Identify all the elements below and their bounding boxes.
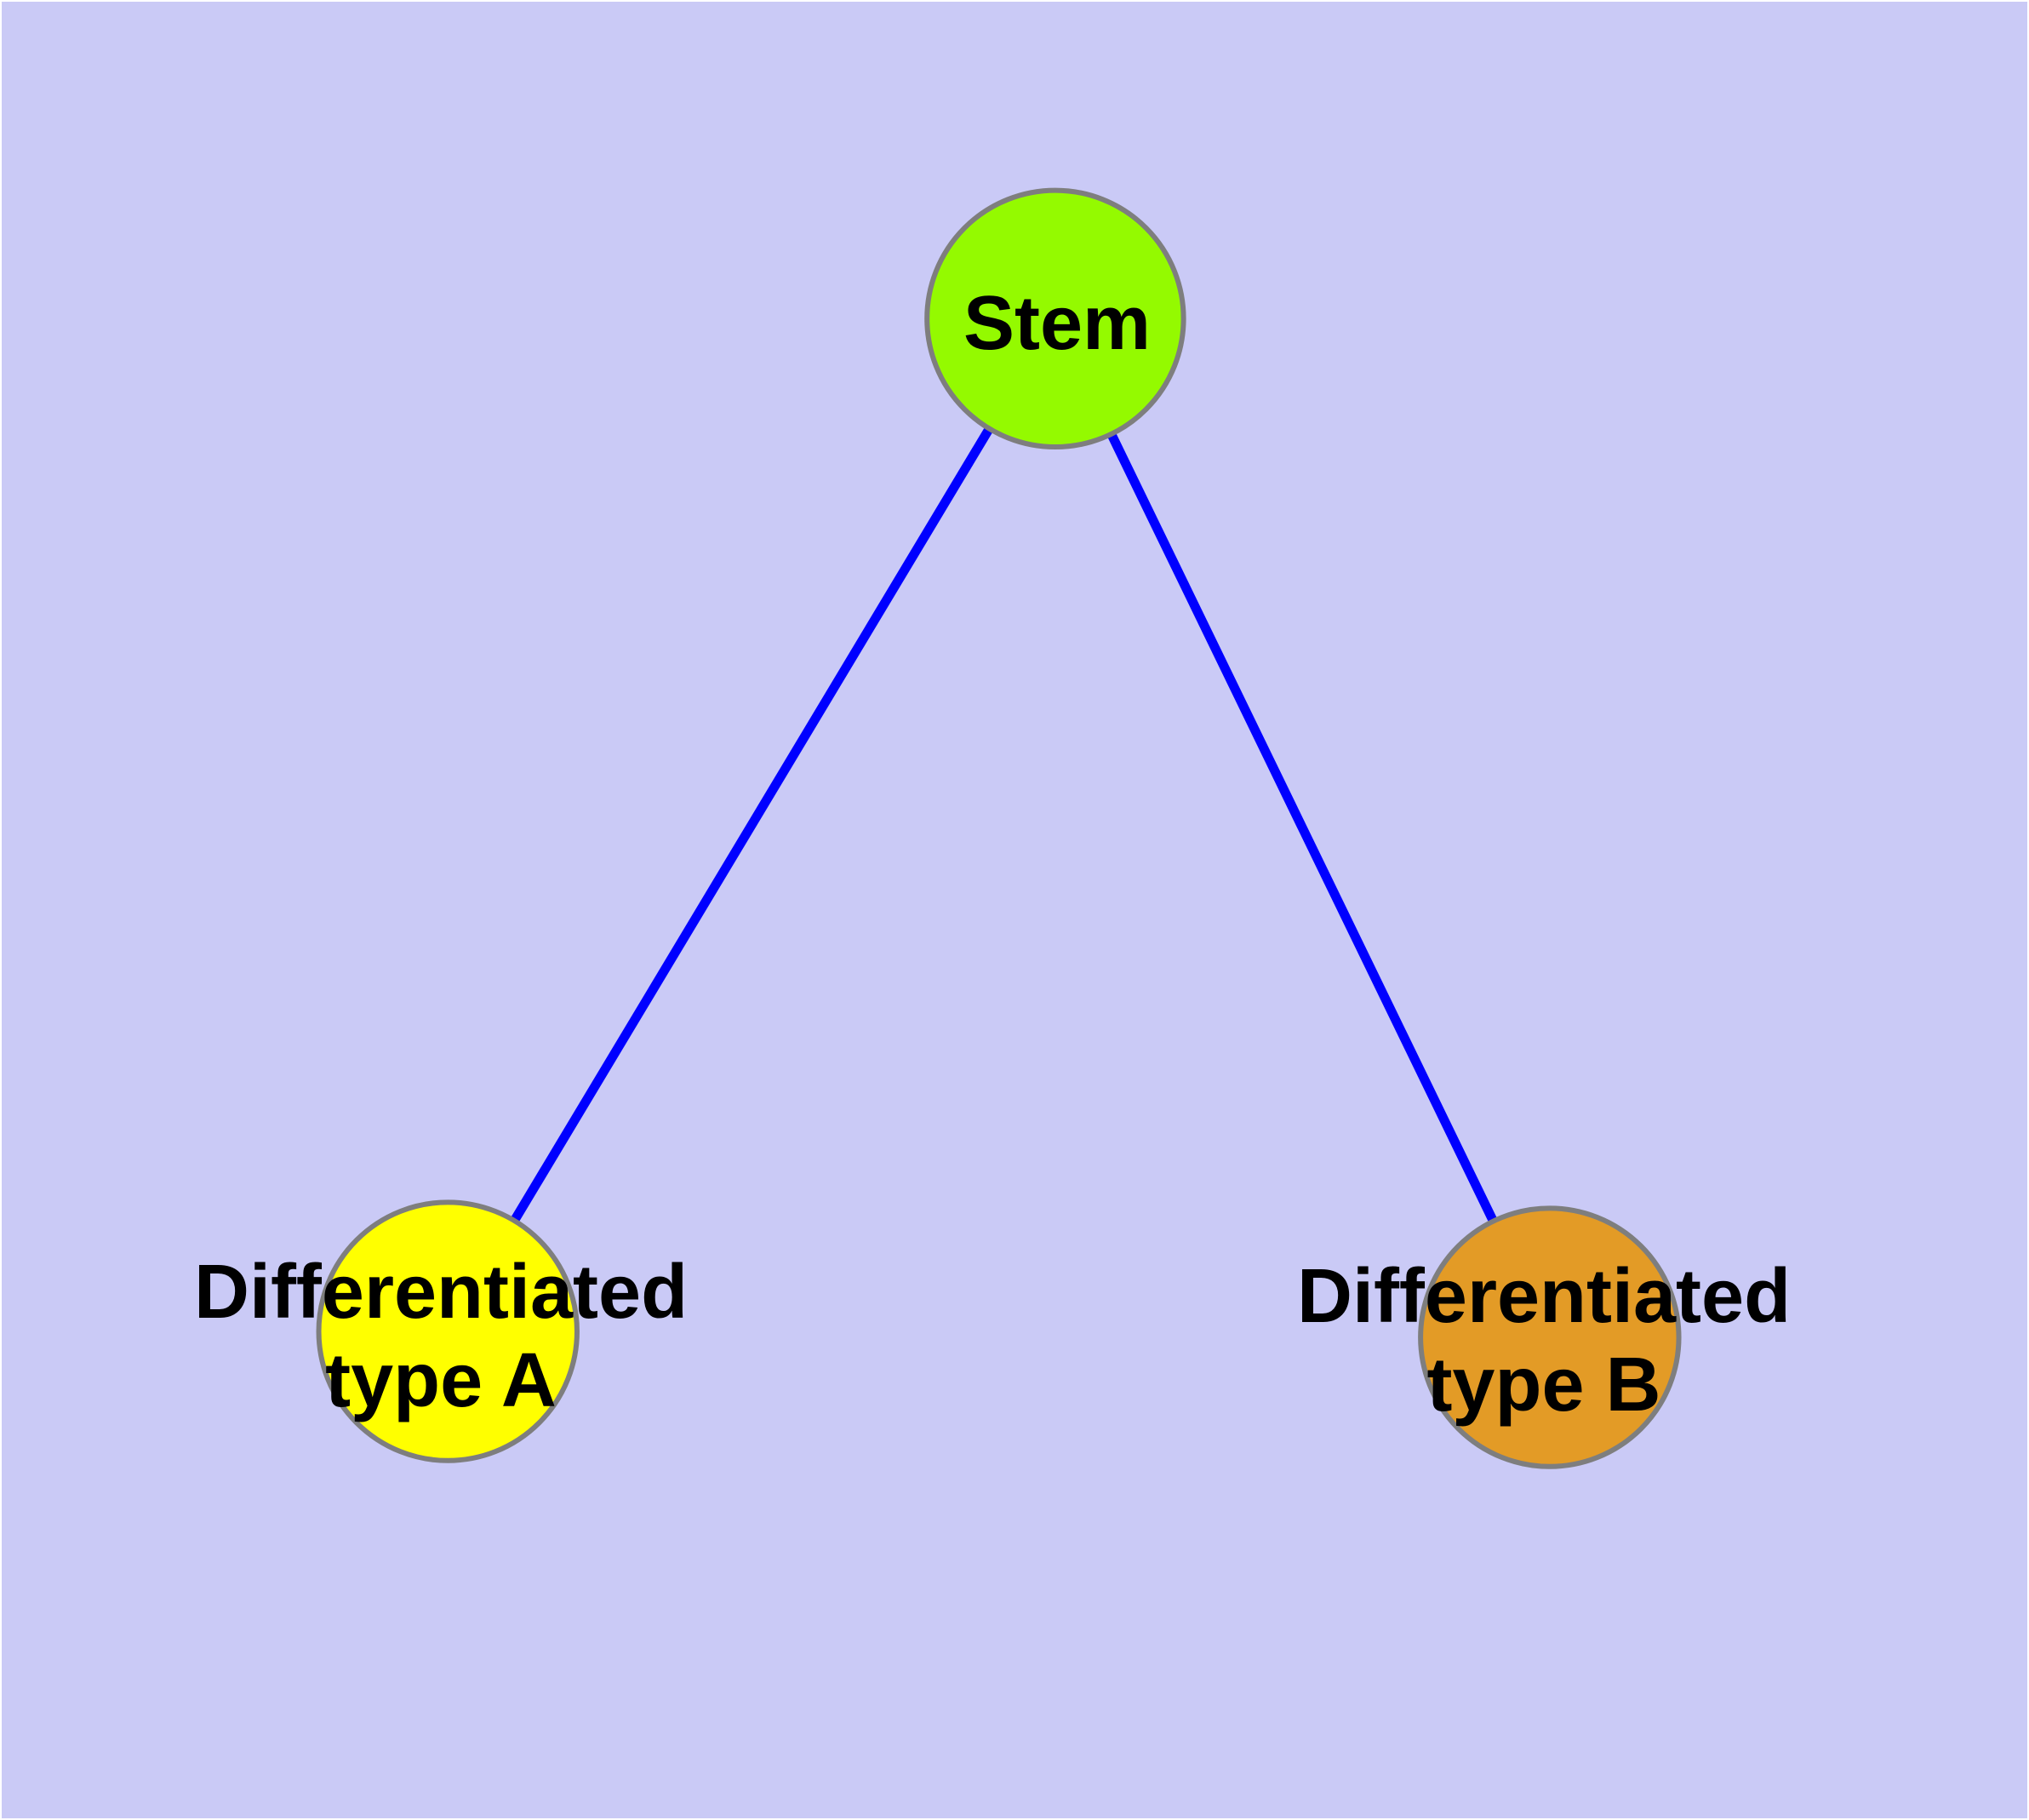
node-type-a-circle <box>316 1199 580 1463</box>
edge-stem-to-type-b <box>1050 316 1554 1340</box>
edge-stem-to-type-a <box>443 316 1060 1334</box>
node-type-b-circle <box>1418 1205 1682 1469</box>
node-stem-circle <box>924 187 1186 450</box>
